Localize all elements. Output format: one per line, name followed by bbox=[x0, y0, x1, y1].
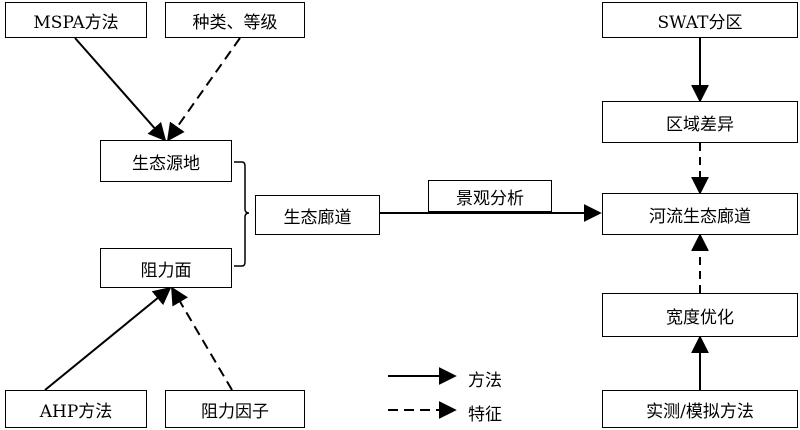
node-species-level: 种类、等级 bbox=[165, 2, 305, 38]
node-river-eco-corridor: 河流生态廊道 bbox=[602, 193, 798, 235]
bracket bbox=[234, 161, 250, 267]
node-resistance-surface: 阻力面 bbox=[100, 248, 232, 288]
node-landscape-analysis: 景观分析 bbox=[428, 180, 552, 212]
edge-ahp-to-resistance bbox=[44, 286, 172, 391]
legend-method-label: 方法 bbox=[468, 371, 502, 391]
edge-factor-to-resistance bbox=[171, 286, 233, 391]
node-width-optimization: 宽度优化 bbox=[602, 293, 798, 337]
edge-mspa-to-source bbox=[74, 37, 167, 142]
node-regional-difference: 区域差异 bbox=[602, 101, 798, 143]
legend-feature-label: 特征 bbox=[468, 405, 502, 425]
edge-species-to-source bbox=[166, 37, 241, 142]
node-resistance-factor: 阻力因子 bbox=[165, 390, 305, 428]
node-ahp-method: AHP方法 bbox=[5, 390, 147, 428]
node-measure-simulation: 实测/模拟方法 bbox=[602, 390, 798, 428]
node-eco-corridor: 生态廊道 bbox=[255, 195, 380, 235]
node-eco-source: 生态源地 bbox=[100, 140, 232, 182]
node-swat-zoning: SWAT分区 bbox=[602, 2, 798, 38]
node-mspa-method: MSPA方法 bbox=[5, 2, 147, 38]
